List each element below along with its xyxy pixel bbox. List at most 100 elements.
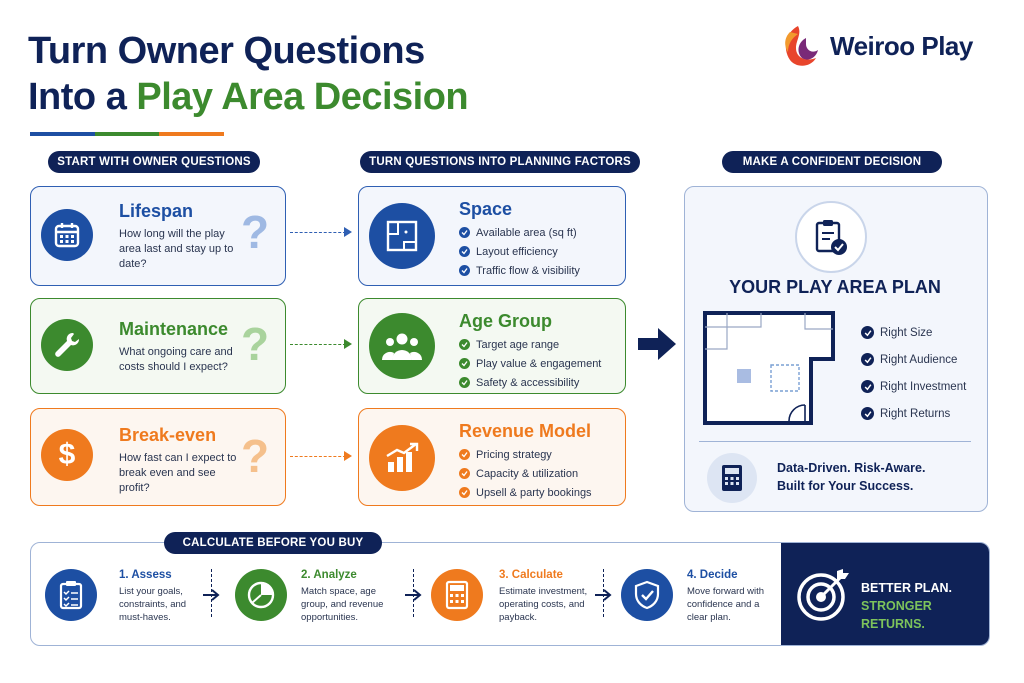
factor-list: Target age range Play value & engagement… xyxy=(459,335,601,392)
right-column-label: MAKE A CONFIDENT DECISION xyxy=(722,151,942,173)
check-icon xyxy=(459,449,470,460)
results-banner: BETTER PLAN. STRONGER RETURNS. xyxy=(781,543,989,645)
connector-arrow-icon xyxy=(344,451,352,461)
check-icon xyxy=(861,380,874,393)
question-title: Maintenance xyxy=(119,319,229,339)
step-text: List your goals, constraints, and must-h… xyxy=(119,586,187,623)
question-text: How fast can I expect to break even and … xyxy=(119,452,237,494)
check-icon xyxy=(861,353,874,366)
plan-title: YOUR PLAY AREA PLAN xyxy=(729,277,941,297)
factor-card-space: Space Available area (sq ft) Layout effi… xyxy=(358,186,626,286)
list-item: Available area (sq ft) xyxy=(459,223,580,242)
list-item: Right Investment xyxy=(861,373,966,400)
factor-title: Age Group xyxy=(459,311,552,331)
list-item: Layout efficiency xyxy=(459,242,580,261)
question-title: Lifespan xyxy=(119,201,194,221)
pie-chart-icon xyxy=(235,569,287,621)
title-line-2: Into a Play Area Decision xyxy=(28,74,469,120)
list-item: Traffic flow & visibility xyxy=(459,261,580,280)
step-title: 4. Decide xyxy=(687,569,738,581)
check-icon xyxy=(459,358,470,369)
check-icon xyxy=(861,407,874,420)
check-icon xyxy=(861,326,874,339)
connector-arrow-icon xyxy=(344,227,352,237)
connector-line xyxy=(290,344,346,345)
factor-title: Space xyxy=(459,199,513,219)
factor-list: Pricing strategy Capacity & utilization … xyxy=(459,445,592,502)
connector-line xyxy=(290,456,346,457)
plan-list: Right Size Right Audience Right Investme… xyxy=(861,319,966,427)
step-arrow-icon xyxy=(203,589,220,601)
check-icon xyxy=(459,339,470,350)
question-card-break-even: $ Break-even How fast can I expect to br… xyxy=(30,408,286,506)
step-title: 1. Assess xyxy=(119,569,172,581)
brand-logo: Weiroo Play xyxy=(776,22,973,70)
people-icon xyxy=(369,313,435,379)
plan-card: YOUR PLAY AREA PLAN Right Size Right Aud… xyxy=(684,186,988,512)
list-item: Right Audience xyxy=(861,346,966,373)
title-underline xyxy=(30,132,225,136)
step-title: 3. Calculate xyxy=(499,569,563,581)
dollar-icon: $ xyxy=(41,429,93,481)
step-text: Move forward with confidence and a clear… xyxy=(687,586,765,623)
check-icon xyxy=(459,246,470,257)
connector-arrow-icon xyxy=(344,339,352,349)
plan-footer: Data-Driven. Risk-Aware. Built for Your … xyxy=(777,459,925,495)
clipboard-icon xyxy=(45,569,97,621)
wrench-icon xyxy=(41,319,93,371)
step-title: 2. Analyze xyxy=(301,569,357,581)
page-title: Turn Owner Questions Into a Play Area De… xyxy=(28,28,469,120)
question-title: Break-even xyxy=(119,425,217,445)
list-item: Target age range xyxy=(459,335,601,354)
list-item: Upsell & party bookings xyxy=(459,483,592,502)
factor-card-revenue-model: Revenue Model Pricing strategy Capacity … xyxy=(358,408,626,506)
title-highlight: Play Area Decision xyxy=(136,76,469,118)
banner-line-1: BETTER PLAN. xyxy=(861,581,952,595)
step-text: Match space, age group, and revenue oppo… xyxy=(301,586,384,623)
question-mark-icon: ? xyxy=(241,206,270,258)
title-line-1: Turn Owner Questions xyxy=(28,30,425,72)
calculate-strip: 1. Assess List your goals, constraints, … xyxy=(30,542,990,646)
check-icon xyxy=(459,377,470,388)
calculator-icon xyxy=(431,569,483,621)
arrow-right-icon xyxy=(638,328,676,360)
question-text: What ongoing care and costs should I exp… xyxy=(119,346,233,373)
question-text: How long will the play area last and sta… xyxy=(119,228,234,270)
question-card-maintenance: Maintenance What ongoing care and costs … xyxy=(30,298,286,394)
list-item: Safety & accessibility xyxy=(459,373,601,392)
question-mark-icon: ? xyxy=(241,430,270,482)
banner-line-2: STRONGER RETURNS. xyxy=(861,599,932,631)
factor-list: Available area (sq ft) Layout efficiency… xyxy=(459,223,580,280)
step-arrow-icon xyxy=(405,589,422,601)
factor-title: Revenue Model xyxy=(459,421,592,441)
floor-plan-icon xyxy=(703,311,835,425)
title-prefix: Into a xyxy=(28,76,137,118)
banner-text: BETTER PLAN. STRONGER RETURNS. xyxy=(861,579,989,633)
list-item: Right Size xyxy=(861,319,966,346)
brand-name: Weiroo Play xyxy=(830,30,973,61)
question-mark-icon: ? xyxy=(241,318,270,370)
connector-line xyxy=(290,232,346,233)
plan-footer-line-1: Data-Driven. Risk-Aware. xyxy=(777,461,926,475)
check-icon xyxy=(459,265,470,276)
plan-footer-line-2: Built for Your Success. xyxy=(777,479,914,493)
checklist-badge-icon xyxy=(795,201,867,273)
floorplan-icon xyxy=(369,203,435,269)
step-divider xyxy=(603,569,604,617)
check-icon xyxy=(459,468,470,479)
step-divider xyxy=(211,569,212,617)
list-item: Capacity & utilization xyxy=(459,464,592,483)
shield-check-icon xyxy=(621,569,673,621)
calculator-icon xyxy=(707,453,757,503)
step-divider xyxy=(413,569,414,617)
check-icon xyxy=(459,227,470,238)
check-icon xyxy=(459,487,470,498)
list-item: Pricing strategy xyxy=(459,445,592,464)
middle-column-label: TURN QUESTIONS INTO PLANNING FACTORS xyxy=(360,151,640,173)
list-item: Play value & engagement xyxy=(459,354,601,373)
question-card-lifespan: Lifespan How long will the play area las… xyxy=(30,186,286,286)
factor-card-age-group: Age Group Target age range Play value & … xyxy=(358,298,626,394)
step-arrow-icon xyxy=(595,589,612,601)
weiroo-logo-icon xyxy=(785,26,818,66)
step-text: Estimate investment, operating costs, an… xyxy=(499,586,588,623)
